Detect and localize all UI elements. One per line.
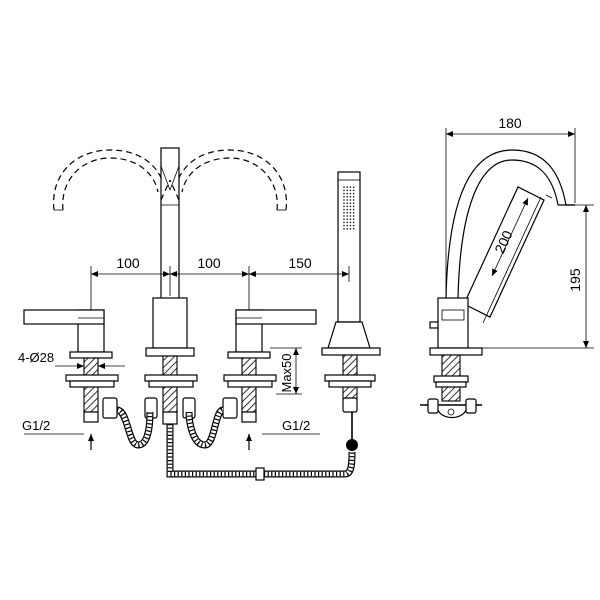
dim-side-width: 180	[498, 115, 522, 131]
braided-hoses	[115, 406, 358, 481]
center-flange	[145, 347, 195, 357]
center-spout	[152, 147, 188, 349]
mounting-nuts	[65, 374, 376, 388]
dim-thread-right: G1/2	[282, 418, 310, 433]
dim-spacing-right: 150	[288, 255, 312, 271]
left-valve	[23, 309, 113, 359]
hand-shower	[321, 171, 381, 356]
supply-arrows	[88, 434, 252, 450]
fittings	[83, 397, 358, 425]
spout-swing-arcs	[53, 149, 287, 211]
threaded-shanks	[83, 354, 358, 413]
dim-hole-diameter: 4-Ø28	[18, 350, 54, 365]
dimension-lines	[24, 128, 594, 435]
dim-spacing-left: 100	[116, 255, 140, 271]
front-view	[23, 147, 381, 481]
side-view	[420, 149, 575, 419]
dim-max-thickness: Max50	[279, 353, 294, 392]
dimension-labels: 100 100 150 4-Ø28 Max50 G1/2 G1/2 180 20…	[18, 115, 583, 433]
dim-thread-left: G1/2	[22, 418, 50, 433]
right-valve	[227, 309, 317, 359]
dim-side-height: 195	[567, 268, 583, 292]
dim-spacing-middle: 100	[197, 255, 221, 271]
